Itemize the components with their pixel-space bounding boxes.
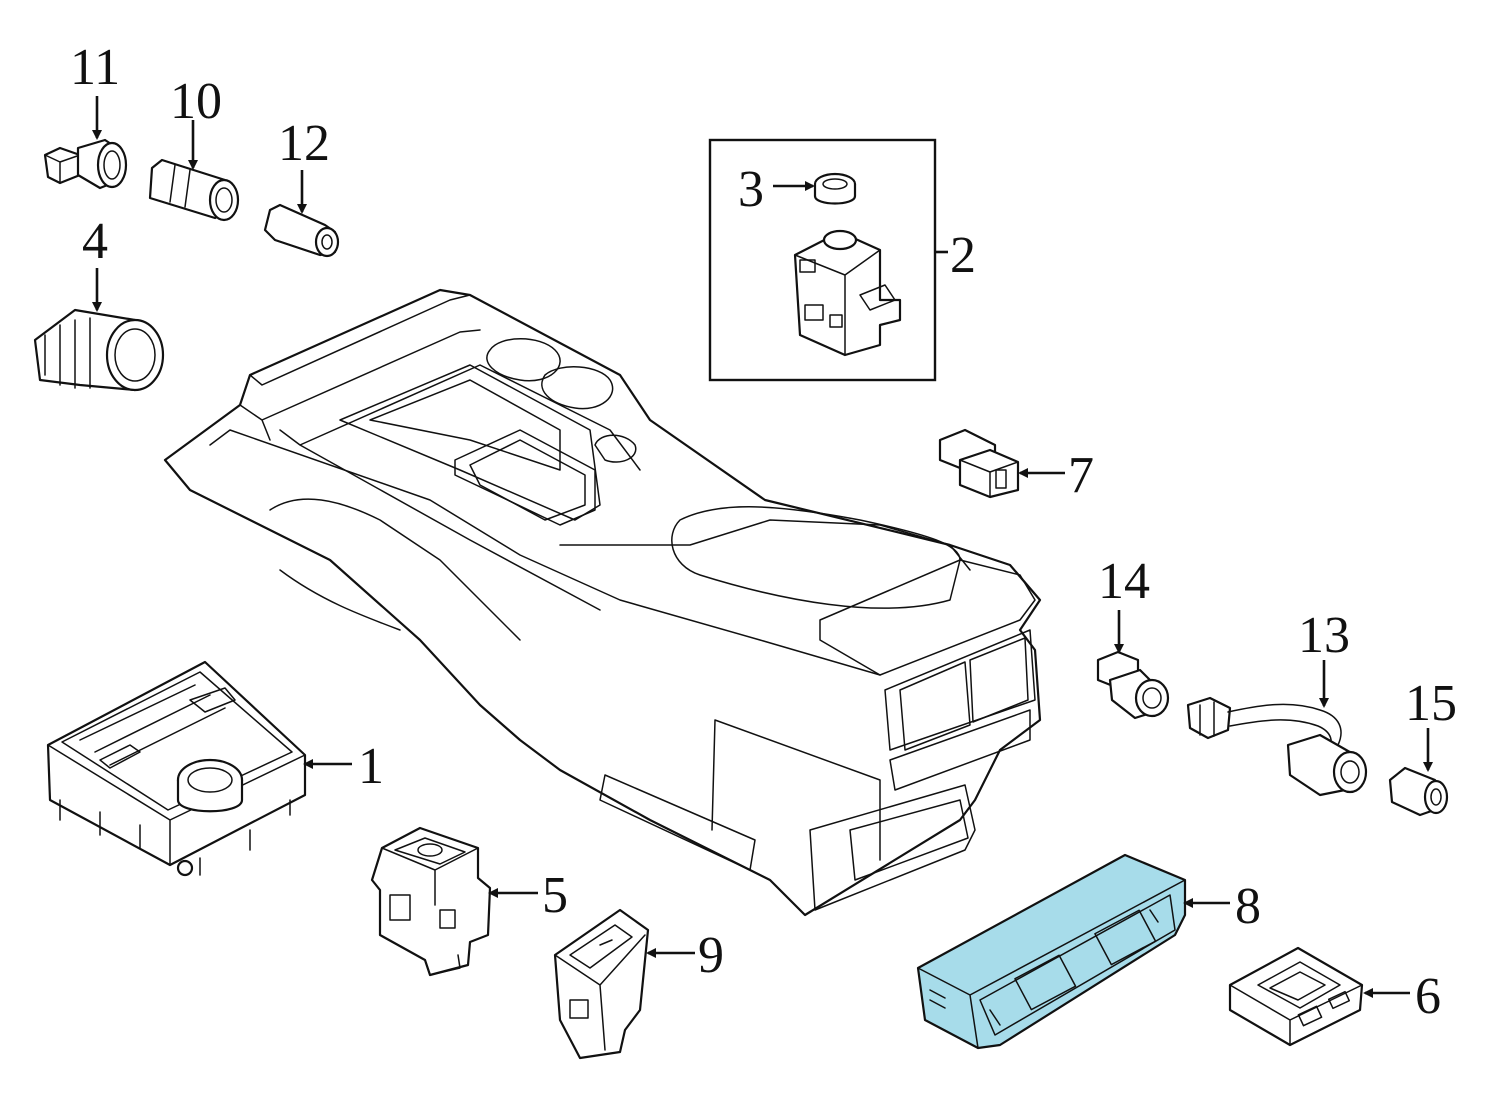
part-4-socket bbox=[33, 308, 165, 392]
part-3-knob bbox=[813, 172, 857, 205]
part-12-plug bbox=[263, 203, 340, 258]
callout-11-label: 11 bbox=[70, 39, 120, 96]
callout-9-label: 9 bbox=[698, 927, 724, 984]
callout-6-label: 6 bbox=[1415, 968, 1441, 1025]
part-6-module bbox=[1228, 946, 1364, 1047]
callout-14-label: 14 bbox=[1098, 553, 1150, 610]
part-5-switch bbox=[370, 826, 492, 977]
part-8-control-panel bbox=[916, 853, 1187, 1050]
center-console bbox=[163, 288, 1042, 917]
callout-1-label: 1 bbox=[358, 738, 384, 795]
callout-13-label: 13 bbox=[1298, 607, 1350, 664]
part-9-button bbox=[553, 908, 650, 1060]
callout-8-label: 8 bbox=[1235, 878, 1261, 935]
callout-4-label: 4 bbox=[82, 213, 108, 270]
part-15-plug bbox=[1388, 766, 1449, 817]
part-11-connector bbox=[43, 138, 128, 190]
callout-15-label: 15 bbox=[1405, 675, 1457, 732]
callout-12-label: 12 bbox=[278, 115, 330, 172]
part-7-connector bbox=[938, 428, 1020, 499]
part-10-socket bbox=[148, 158, 240, 222]
part-1-controller bbox=[46, 660, 307, 877]
callout-3-label: 3 bbox=[738, 161, 764, 218]
part-13-cable-socket bbox=[1186, 696, 1368, 797]
part-14-connector bbox=[1096, 650, 1170, 720]
part-2-switch-box bbox=[708, 138, 948, 382]
callout-10-label: 10 bbox=[170, 73, 222, 130]
callout-5-label: 5 bbox=[542, 867, 568, 924]
callout-2-label: 2 bbox=[950, 227, 976, 284]
callout-7-label: 7 bbox=[1068, 447, 1094, 504]
